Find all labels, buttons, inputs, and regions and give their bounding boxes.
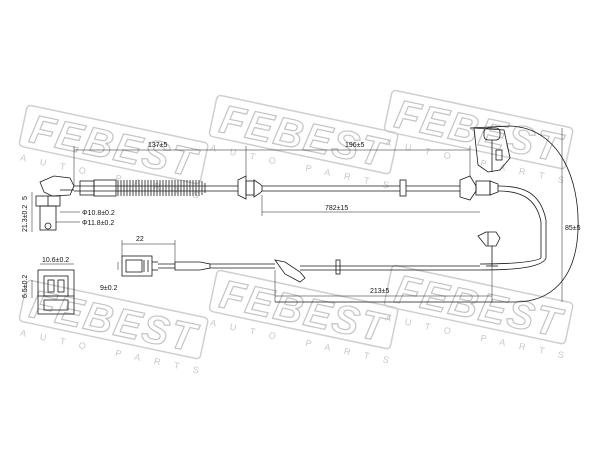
dim-213: 213±5 bbox=[370, 288, 390, 295]
watermark-3: FEBEST AUTO PARTS bbox=[383, 89, 579, 188]
dim-6-5: 6.5±0.2 bbox=[22, 275, 29, 298]
watermark-1: FEBEST AUTO PARTS bbox=[18, 104, 214, 203]
dim-9: 9±0.2 bbox=[100, 285, 118, 292]
drawing-lines bbox=[35, 125, 579, 315]
dimension-lines bbox=[31, 128, 563, 302]
sensor-head bbox=[35, 175, 75, 231]
lower-connector bbox=[121, 255, 158, 277]
dim-21-3: 21.3±0.2 bbox=[22, 205, 29, 232]
watermark-5: FEBEST AUTO PARTS bbox=[208, 269, 404, 368]
dim-196: 196±5 bbox=[345, 142, 365, 149]
dim-85: 85±5 bbox=[565, 225, 581, 232]
dim-10-8: Φ10.8±0.2 bbox=[82, 210, 115, 217]
lower-clip bbox=[477, 231, 501, 267]
corrugated-boot bbox=[117, 180, 206, 196]
dim-10-6: 10.6±0.2 bbox=[42, 257, 69, 264]
watermark-2: FEBEST AUTO PARTS bbox=[208, 94, 404, 193]
cable-loop bbox=[275, 125, 579, 303]
dimension-labels: 137±5 196±5 782±15 85±5 213±5 22 9±0.2 Φ… bbox=[22, 142, 581, 298]
connector-end-view bbox=[37, 269, 75, 315]
mounting-bracket bbox=[473, 127, 511, 173]
watermark-group: FEBEST AUTO PARTS FEBEST AUTO PARTS FEBE… bbox=[18, 89, 579, 378]
watermark-4: FEBEST AUTO PARTS bbox=[18, 279, 214, 378]
dim-22: 22 bbox=[136, 236, 144, 243]
watermark-6: FEBEST AUTO PARTS bbox=[383, 264, 579, 363]
dim-782: 782±15 bbox=[325, 205, 348, 212]
dim-137: 137±5 bbox=[148, 142, 168, 149]
lower-cable bbox=[158, 257, 547, 283]
upper-cable bbox=[74, 175, 499, 201]
dim-11-8: Φ11.8±0.2 bbox=[82, 220, 114, 227]
dim-5: 5 bbox=[22, 196, 29, 200]
